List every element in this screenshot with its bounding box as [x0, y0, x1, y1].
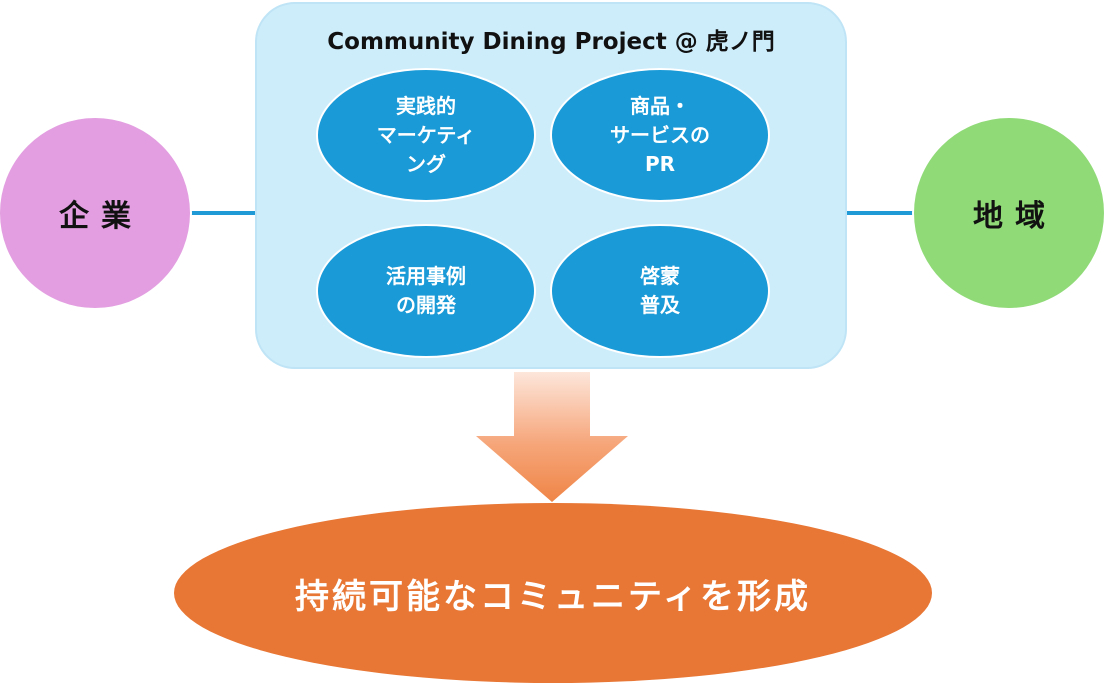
- region-circle: 地域: [912, 116, 1104, 310]
- project-box: Community Dining Project @ 虎ノ門 実践的 マーケティ…: [255, 2, 847, 369]
- activity-pr-label: 商品・ サービスの PR: [610, 93, 710, 176]
- project-title: Community Dining Project @ 虎ノ門: [327, 29, 775, 55]
- activity-case-development-label: 活用事例 の開発: [386, 264, 466, 317]
- activity-awareness-label: 啓蒙 普及: [640, 264, 680, 317]
- down-arrow-icon: [476, 372, 628, 502]
- connector-project-region: [846, 211, 914, 215]
- activity-marketing: 実践的 マーケティ ング: [316, 68, 536, 202]
- activity-pr: 商品・ サービスの PR: [550, 68, 770, 202]
- down-arrow-shape: [476, 372, 628, 502]
- company-label: 企業: [59, 199, 143, 234]
- result-ellipse: 持続可能なコミュニティを形成: [174, 503, 932, 683]
- activity-marketing-label: 実践的 マーケティ ング: [376, 93, 476, 176]
- activity-awareness: 啓蒙 普及: [550, 224, 770, 358]
- connector-company-project: [190, 211, 256, 215]
- result-label: 持続可能なコミュニティを形成: [295, 576, 811, 617]
- region-label: 地域: [973, 199, 1057, 234]
- company-circle: 企業: [0, 116, 192, 310]
- activity-case-development: 活用事例 の開発: [316, 224, 536, 358]
